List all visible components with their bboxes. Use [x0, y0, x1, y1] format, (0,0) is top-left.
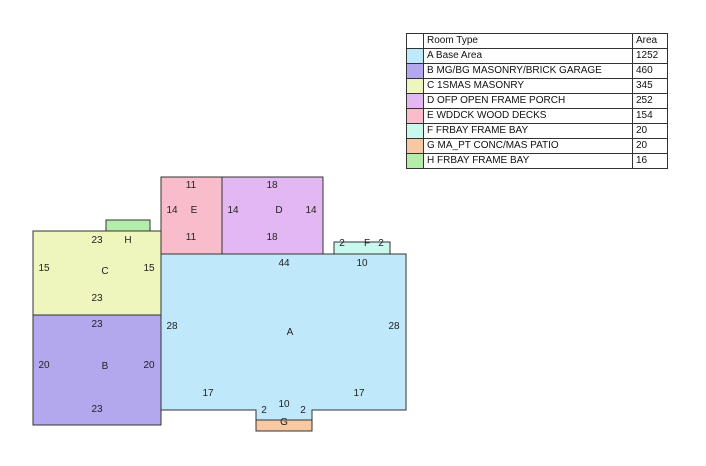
legend-room-type: D OFP OPEN FRAME PORCH [423, 93, 633, 109]
legend-swatch [406, 63, 424, 79]
legend-room-type: G MA_PT CONC/MAS PATIO [423, 138, 633, 154]
legend-area: 1252 [632, 48, 668, 64]
legend-room-type: E WDDCK WOOD DECKS [423, 108, 633, 124]
legend-row: B MG/BG MASONRY/BRICK GARAGE 460 [406, 63, 668, 79]
room-f-dim-right: 2 [378, 238, 384, 249]
legend-swatch [406, 123, 424, 139]
legend-row: D OFP OPEN FRAME PORCH 252 [406, 93, 668, 109]
legend-area: 345 [632, 78, 668, 94]
room-c-dim-top: 23 [91, 235, 103, 246]
room-a-base-area [160, 253, 407, 421]
room-e-label: E [191, 205, 198, 216]
legend-swatch [406, 108, 424, 124]
legend-swatch [406, 153, 424, 169]
legend-row: G MA_PT CONC/MAS PATIO 20 [406, 138, 668, 154]
room-e-dim-top: 11 [186, 180, 197, 191]
legend-header-area: Area [632, 33, 668, 49]
room-g-label: G [280, 417, 288, 428]
legend-row: C 1SMAS MASONRY 345 [406, 78, 668, 94]
room-b-label: B [102, 361, 109, 372]
room-d-open-frame-porch [221, 176, 324, 255]
room-f-dim-left: 2 [339, 238, 345, 249]
room-b-dim-top: 23 [91, 319, 103, 330]
legend-area: 252 [632, 93, 668, 109]
room-d-dim-left: 14 [227, 205, 239, 216]
legend-swatch [406, 48, 424, 64]
legend-room-type: H FRBAY FRAME BAY [423, 153, 633, 169]
room-c-dim-right: 15 [143, 263, 155, 274]
legend-header-swatch [406, 33, 424, 49]
legend-room-type: A Base Area [423, 48, 633, 64]
room-d-label: D [275, 205, 282, 216]
room-b-garage [32, 314, 162, 426]
legend-row: H FRBAY FRAME BAY 16 [406, 153, 668, 169]
room-g-patio [255, 419, 313, 432]
room-d-dim-top: 18 [266, 180, 278, 191]
room-a-dim-notch-bottom: 10 [278, 399, 290, 410]
room-a-dim-notch-left: 2 [261, 405, 267, 416]
room-c-dim-left: 15 [38, 263, 50, 274]
room-a-dim-bottom-right: 17 [353, 388, 365, 399]
legend-swatch [406, 78, 424, 94]
room-a-dim-top-right: 10 [356, 258, 368, 269]
legend-swatch [406, 93, 424, 109]
room-a-dim-right: 28 [388, 321, 400, 332]
room-type-legend: Room Type Area A Base Area 1252 B MG/BG … [406, 33, 668, 169]
room-e-dim-left: 14 [166, 205, 178, 216]
room-c-dim-bottom: 23 [91, 293, 103, 304]
room-d-dim-right: 14 [305, 205, 317, 216]
room-e-wood-decks [160, 176, 223, 255]
room-d-dim-bottom: 18 [266, 232, 278, 243]
room-e-dim-bottom: 11 [186, 232, 197, 243]
legend-swatch [406, 138, 424, 154]
legend-room-type: F FRBAY FRAME BAY [423, 123, 633, 139]
legend-area: 154 [632, 108, 668, 124]
legend-row: A Base Area 1252 [406, 48, 668, 64]
room-a-label: A [287, 327, 294, 338]
room-b-dim-left: 20 [38, 360, 50, 371]
room-b-dim-bottom: 23 [91, 404, 103, 415]
room-a-dim-top: 44 [278, 258, 290, 269]
legend-area: 460 [632, 63, 668, 79]
legend-area: 16 [632, 153, 668, 169]
room-a-dim-bottom-left: 17 [202, 388, 214, 399]
legend-row: E WDDCK WOOD DECKS 154 [406, 108, 668, 124]
legend-row: F FRBAY FRAME BAY 20 [406, 123, 668, 139]
legend-header-room-type: Room Type [423, 33, 633, 49]
room-h-frame-bay [105, 219, 151, 232]
legend-header-row: Room Type Area [406, 33, 668, 49]
legend-area: 20 [632, 138, 668, 154]
room-c-label: C [101, 266, 108, 277]
room-f-label: F [364, 238, 370, 249]
room-a-dim-notch-right: 2 [300, 405, 306, 416]
legend-room-type: B MG/BG MASONRY/BRICK GARAGE [423, 63, 633, 79]
room-b-dim-right: 20 [143, 360, 155, 371]
legend-area: 20 [632, 123, 668, 139]
room-f-frame-bay [333, 241, 391, 255]
legend-room-type: C 1SMAS MASONRY [423, 78, 633, 94]
room-h-label: H [124, 235, 131, 246]
room-a-dim-left: 28 [166, 321, 178, 332]
